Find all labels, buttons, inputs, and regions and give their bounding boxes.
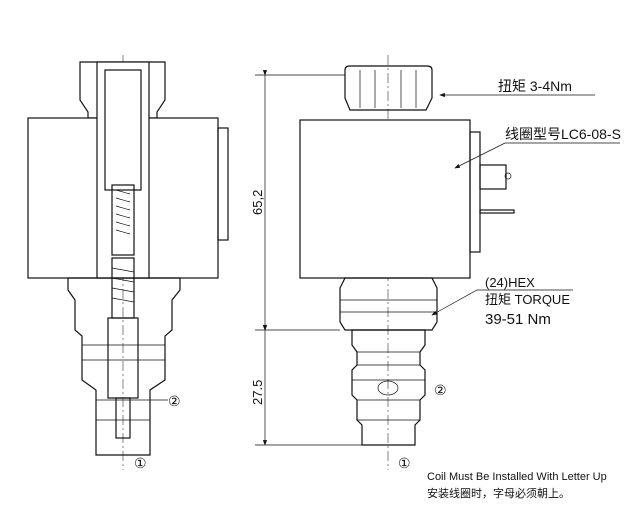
dimension-lines [255,70,362,446]
coil-model-label: 线圈型号LC6-08-S [505,126,621,142]
dimension-overall: 65,2 [250,190,265,215]
dimension-lower: 27.5 [250,380,265,405]
port-1-left: ① [134,455,147,471]
outside-view [299,55,515,470]
note-english: Coil Must Be Installed With Letter Up [427,471,607,483]
port-1-right: ① [398,455,411,471]
port-2-right: ② [434,382,447,398]
hex-torque-value: 39-51 Nm [485,311,551,328]
section-view [27,55,229,470]
note-chinese: 安装线圈时，字母必须朝上。 [427,486,570,500]
nut-torque-label: 扭矩 3-4Nm [498,78,572,94]
hex-torque-label: 扭矩 TORQUE [485,292,570,307]
port-2-left: ② [168,393,181,409]
hex-label: (24)HEX [485,275,535,290]
